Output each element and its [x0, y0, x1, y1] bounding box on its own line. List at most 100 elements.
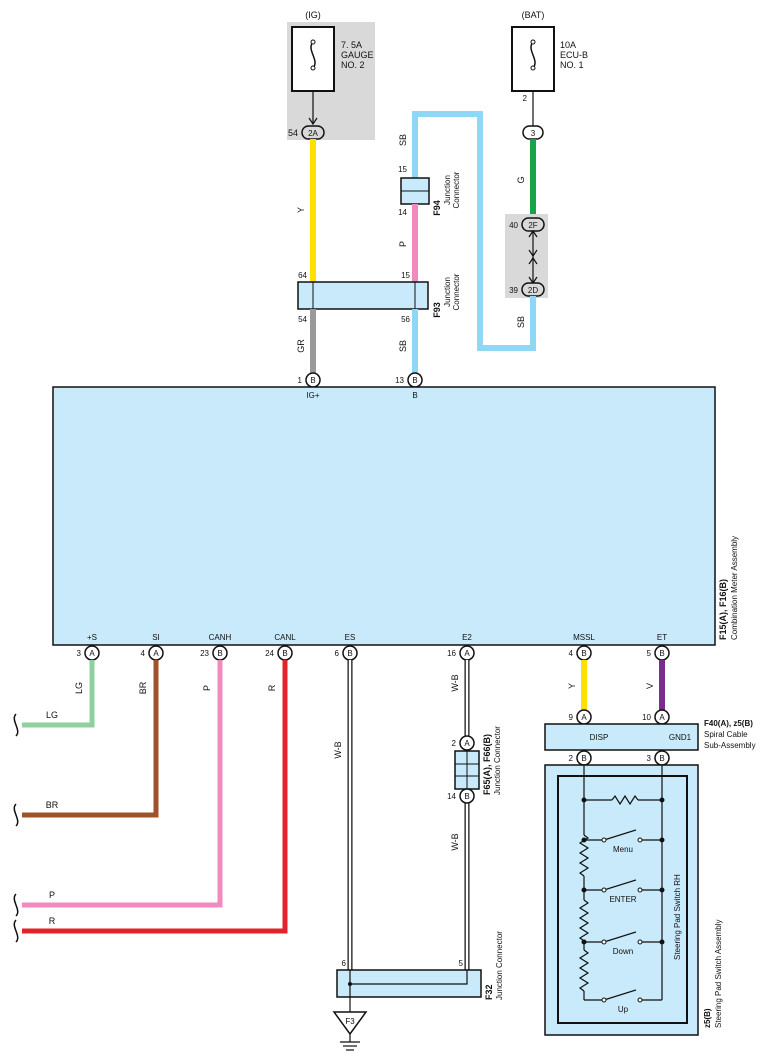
svg-text:B: B — [217, 649, 222, 658]
svg-text:SI: SI — [152, 633, 160, 642]
wire-SB-loop — [412, 111, 536, 351]
svg-text:Junction: Junction — [443, 277, 452, 307]
svg-text:5: 5 — [459, 959, 464, 968]
svg-text:+S: +S — [87, 633, 97, 642]
svg-text:2: 2 — [523, 94, 528, 103]
ig-fuse-box — [291, 26, 335, 92]
svg-text:4: 4 — [569, 649, 574, 658]
svg-text:P: P — [49, 890, 55, 900]
bat-label: (BAT) — [522, 10, 545, 20]
svg-text:F3: F3 — [345, 1017, 355, 1026]
svg-text:R: R — [49, 916, 56, 926]
bat-fuse-amp: 10A — [560, 40, 576, 50]
svg-text:W-B: W-B — [333, 741, 343, 758]
svg-text:GND1: GND1 — [669, 733, 692, 742]
svg-text:CANH: CANH — [209, 633, 232, 642]
switch-down-label: Down — [613, 947, 633, 956]
wire-P — [22, 660, 223, 908]
ig-fuse-no: NO. 2 — [341, 60, 365, 70]
svg-text:A: A — [659, 713, 665, 722]
svg-text:SB: SB — [398, 340, 408, 352]
svg-text:2: 2 — [569, 754, 574, 763]
svg-text:14: 14 — [447, 792, 456, 801]
svg-text:Y: Y — [296, 207, 306, 213]
meter-code: F15(A), F16(B) — [718, 579, 728, 640]
svg-text:13: 13 — [395, 376, 404, 385]
svg-text:IG+: IG+ — [306, 391, 319, 400]
bat-fuse-box — [511, 26, 555, 92]
pin-14B-F66 — [459, 788, 475, 804]
svg-text:Connector: Connector — [452, 171, 461, 208]
wire-break-icons — [13, 713, 19, 943]
svg-text:F32: F32 — [484, 984, 494, 1000]
svg-text:5: 5 — [647, 649, 652, 658]
svg-text:DISP: DISP — [590, 733, 609, 742]
svg-text:A: A — [153, 649, 159, 658]
steering-name: Steering Pad Switch Assembly — [714, 920, 723, 1029]
svg-text:BR: BR — [138, 681, 148, 694]
svg-text:56: 56 — [401, 315, 410, 324]
ig-fuse-amp: 7. 5A — [341, 40, 362, 50]
svg-text:15: 15 — [401, 271, 410, 280]
svg-text:23: 23 — [200, 649, 209, 658]
svg-text:4: 4 — [141, 649, 146, 658]
svg-text:P: P — [202, 685, 212, 691]
svg-text:SB: SB — [516, 316, 526, 328]
svg-text:W-B: W-B — [450, 674, 460, 691]
svg-text:24: 24 — [265, 649, 274, 658]
svg-text:54: 54 — [298, 315, 307, 324]
switch-enter-label: ENTER — [609, 895, 636, 904]
svg-text:3: 3 — [531, 129, 536, 138]
svg-text:P: P — [398, 241, 408, 247]
svg-text:LG: LG — [74, 682, 84, 694]
svg-text:A: A — [464, 649, 470, 658]
svg-text:F94: F94 — [432, 200, 442, 216]
svg-text:9: 9 — [569, 713, 574, 722]
wire-BR — [22, 660, 159, 818]
svg-text:MSSL: MSSL — [573, 633, 595, 642]
svg-text:A: A — [464, 739, 470, 748]
svg-text:F93: F93 — [432, 302, 442, 318]
svg-text:B: B — [659, 754, 664, 763]
pin-54: 54 — [288, 128, 298, 138]
svg-text:40: 40 — [509, 221, 518, 230]
switch-up-label: Up — [618, 1005, 629, 1014]
svg-text:R: R — [267, 684, 277, 691]
svg-text:B: B — [412, 376, 417, 385]
switch-circuit — [578, 776, 663, 1001]
svg-text:LG: LG — [46, 710, 58, 720]
svg-text:16: 16 — [447, 649, 456, 658]
svg-text:10: 10 — [642, 713, 651, 722]
svg-text:W-B: W-B — [450, 833, 460, 850]
ig-fuse-name: GAUGE — [341, 50, 374, 60]
svg-text:39: 39 — [509, 286, 518, 295]
svg-text:BR: BR — [46, 800, 59, 810]
svg-text:2A: 2A — [308, 129, 318, 138]
svg-text:Sub-Assembly: Sub-Assembly — [704, 741, 756, 750]
svg-text:Spiral Cable: Spiral Cable — [704, 730, 748, 739]
combination-meter-box — [52, 386, 716, 646]
bat-fuse-name: ECU-B — [560, 50, 588, 60]
svg-text:B: B — [282, 649, 287, 658]
svg-text:GR: GR — [296, 339, 306, 353]
svg-text:6: 6 — [342, 959, 347, 968]
bat-fuse-no: NO. 1 — [560, 60, 584, 70]
svg-text:Y: Y — [567, 683, 577, 689]
svg-text:B: B — [347, 649, 352, 658]
svg-text:E2: E2 — [462, 633, 472, 642]
svg-text:B: B — [464, 792, 469, 801]
ig-label: (IG) — [305, 10, 321, 20]
svg-text:CANL: CANL — [274, 633, 296, 642]
svg-text:6: 6 — [335, 649, 340, 658]
svg-text:V: V — [645, 683, 655, 689]
steering-pad-rh-box — [557, 775, 688, 1024]
svg-text:A: A — [89, 649, 95, 658]
svg-text:Junction Connector: Junction Connector — [493, 726, 502, 795]
meter-bottom-pins: 3 A 4 A 23 B 24 B 6 B 16 A 4 B 5 B — [77, 645, 670, 661]
svg-text:B: B — [581, 649, 586, 658]
svg-text:B: B — [310, 376, 315, 385]
svg-text:A: A — [581, 713, 587, 722]
svg-text:B: B — [412, 391, 417, 400]
pin-2A-F65 — [459, 735, 475, 751]
